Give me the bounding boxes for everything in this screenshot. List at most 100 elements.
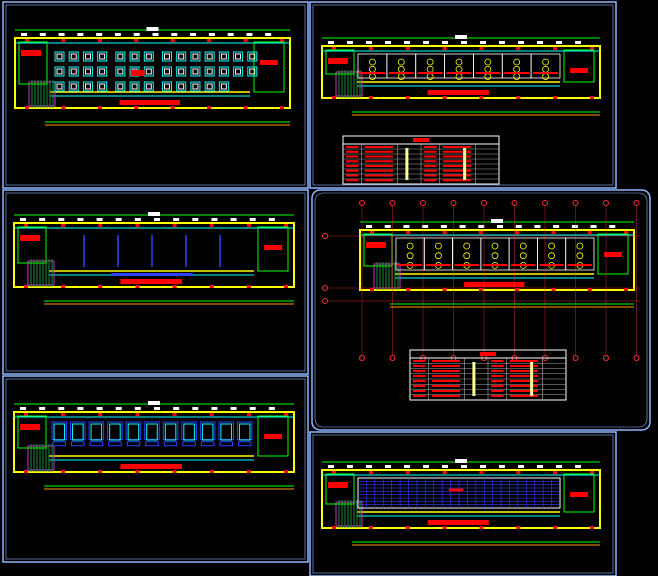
dining-table-top [235,53,242,60]
axis-bubble [542,200,548,206]
dining-table-top [70,53,77,60]
schedule-cell [491,365,504,367]
schedule-cell [442,146,471,148]
schedule-cell [364,165,393,167]
window-mark [39,33,46,36]
drawing-sheet-plan-dining[interactable] [2,1,309,189]
fixture-symbol [406,252,414,260]
column-mark [368,96,373,99]
column-mark [479,526,484,529]
axis-bubble [603,355,609,361]
bay-inner [164,423,177,441]
window-mark [134,218,141,221]
column-mark [516,471,521,474]
column-mark [61,106,66,109]
service-room [257,415,289,457]
column-mark [405,471,410,474]
bench [71,441,85,447]
fixture-symbol [484,73,492,80]
window-mark [249,218,256,221]
window-mark [366,225,372,228]
column-mark [24,224,28,227]
axis-bubble [511,200,518,206]
dining-table-top [164,68,170,75]
dining-table-top [70,68,77,75]
drawing-sheet-plan-roof[interactable] [309,431,617,576]
column-mark [368,47,373,50]
column-mark [207,106,212,109]
window-mark [96,33,103,36]
window-mark [384,225,391,228]
window-mark [478,225,485,228]
dining-table-top [220,53,227,60]
schedule-cell [442,160,471,163]
schedule-cell [364,155,393,158]
fixture-symbol [519,252,527,260]
plan-title-label [464,282,525,287]
dining-table [115,81,126,92]
dining-table [162,81,172,92]
column-mark [370,288,374,291]
drawing-sheet-plan-bays[interactable] [2,375,309,563]
fixture-symbol [548,252,555,260]
window-mark [609,225,616,228]
schedule-cell [491,360,504,362]
schedule-cell [509,390,538,392]
drawing-sheet-plan-grid-axes[interactable] [311,189,651,431]
window-mark [534,225,541,228]
schedule-cell [491,385,504,387]
column-mark [553,471,558,474]
sheet-inner-border [312,4,614,186]
schedule-cell [509,380,538,382]
stair-frame [28,81,56,107]
outer-wall [13,222,295,288]
title-mark [148,401,160,405]
window-mark [440,225,447,228]
column-mark [209,285,214,288]
window-mark [58,33,65,36]
schedule-cell [346,150,359,153]
dining-table [162,51,172,62]
side-room [17,226,47,264]
dining-table [68,66,79,77]
dining-table [176,51,187,62]
column-mark [624,231,628,234]
drawing-sheet-plan-rooms[interactable] [309,1,617,189]
column-mark [553,96,558,99]
window-mark [77,218,84,221]
room-label [20,424,40,430]
window-mark [249,407,256,410]
schedule-cell [346,155,359,158]
column-mark [332,471,336,474]
schedule-cell [364,174,393,177]
window-mark [20,218,26,221]
dining-table-top [235,68,242,75]
column-mark [243,106,248,109]
room-label [533,72,558,74]
column-mark [590,47,594,50]
stair [27,259,55,287]
window-mark [480,465,486,468]
schedule-symbols [463,148,467,180]
side-room [363,233,393,267]
column-mark [442,231,447,234]
column-mark [406,288,411,291]
plan-title-label [427,520,489,525]
drawing-sheet-plan-open[interactable] [2,189,309,375]
schedule-cell [509,370,538,372]
schedule-cell [413,375,426,377]
column-mark [284,413,288,416]
dining-table [204,66,215,77]
bench [219,441,233,447]
dining-table [162,66,172,77]
window-mark [422,225,429,228]
schedule-symbols [530,362,534,396]
column-mark [135,285,140,288]
column-mark [98,470,103,473]
dining-table [218,81,229,92]
dining-table [54,51,65,62]
column-mark [284,285,288,288]
window-mark [265,33,272,36]
sheet-border [309,1,617,189]
